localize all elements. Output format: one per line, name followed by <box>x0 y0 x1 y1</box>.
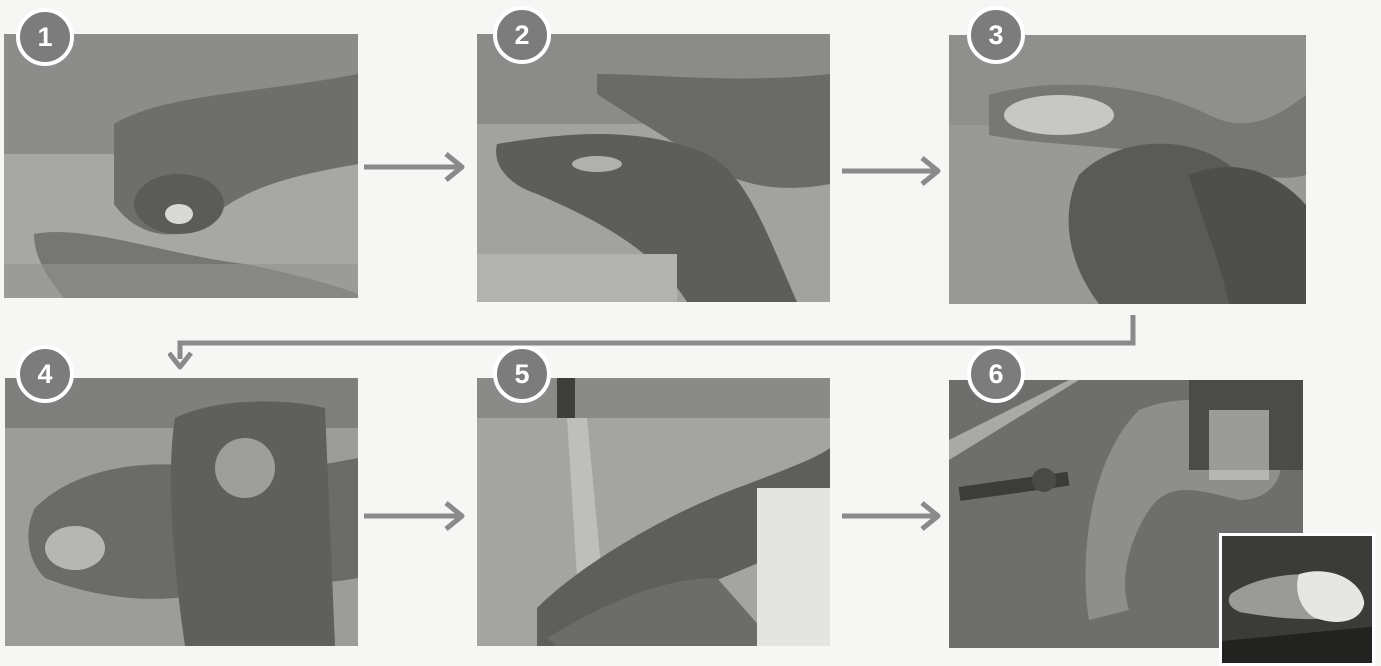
step-1-badge: 1 <box>16 8 74 66</box>
step-4-badge: 4 <box>16 345 74 403</box>
step-2-badge: 2 <box>493 6 551 64</box>
step-3-photo <box>949 35 1306 304</box>
step-2-photo <box>477 34 830 302</box>
step-4-photo <box>5 378 358 646</box>
step-1-photo <box>4 34 358 298</box>
arrow-4-to-5-icon <box>362 499 470 533</box>
step-5-photo <box>477 378 830 646</box>
paper-towel-inset-photo <box>1219 533 1375 666</box>
arrow-1-to-2-icon <box>362 150 470 184</box>
arrow-5-to-6-icon <box>840 499 946 533</box>
arrow-2-to-3-icon <box>840 154 946 188</box>
step-3-badge: 3 <box>967 6 1025 64</box>
arrow-3-to-4-icon <box>168 313 1143 373</box>
